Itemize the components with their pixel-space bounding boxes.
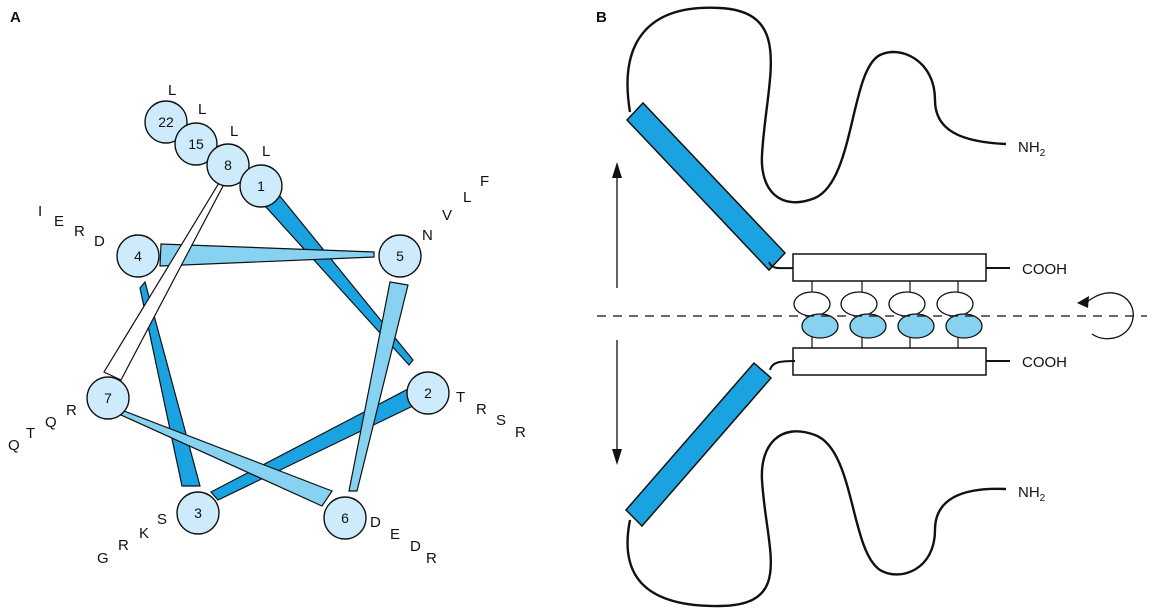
residue-1: 1 bbox=[239, 164, 283, 208]
residue-22: 22 bbox=[144, 100, 188, 144]
top-helix-rod bbox=[625, 101, 787, 272]
residue-5-letter-2: V bbox=[442, 207, 452, 224]
residue-6-number: 6 bbox=[341, 510, 349, 526]
up-arrow-icon bbox=[612, 162, 622, 288]
residue-4-letter-3: E bbox=[54, 213, 64, 230]
top-nh2-label: NH2 bbox=[1018, 139, 1046, 159]
residue-2: 2 bbox=[406, 371, 450, 415]
residue-3-letter-2: K bbox=[139, 525, 149, 542]
pair-3 bbox=[888, 281, 935, 348]
dimer-diagram: COOH COOH bbox=[597, 6, 1147, 608]
residue-8-letter: L bbox=[230, 123, 238, 140]
residue-6: 6 bbox=[323, 496, 367, 540]
pair-1-bottom bbox=[801, 313, 839, 339]
residue-6-letter-1: D bbox=[370, 514, 381, 531]
pair-2-bottom bbox=[849, 313, 887, 339]
residue-3: 3 bbox=[176, 491, 220, 535]
residue-4: 4 bbox=[116, 234, 160, 278]
bottom-cooh-label: COOH bbox=[1022, 354, 1067, 371]
pair-4-bottom bbox=[945, 313, 983, 339]
residue-7-letter-2: Q bbox=[45, 414, 57, 431]
wedge-4-to-5 bbox=[159, 243, 375, 267]
top-cooh-label: COOH bbox=[1022, 261, 1067, 278]
residue-8: 8 bbox=[206, 143, 250, 187]
residue-1-letter: L bbox=[262, 143, 270, 160]
panel-b-label: B bbox=[596, 9, 607, 26]
residue-2-letter-1: T bbox=[456, 389, 465, 406]
pair-4-top bbox=[936, 291, 974, 317]
residue-4-number: 4 bbox=[134, 248, 142, 264]
residue-2-letter-3: S bbox=[496, 412, 506, 429]
pair-4 bbox=[936, 281, 983, 348]
residue-15: 15 bbox=[174, 122, 218, 166]
pair-2 bbox=[840, 281, 887, 348]
residue-7: 7 bbox=[86, 376, 130, 420]
residue-3-number: 3 bbox=[194, 505, 202, 521]
helical-wheel: 22 15 8 1 5 2 6 3 bbox=[8, 82, 526, 567]
residue-2-letter-4: R bbox=[515, 424, 526, 441]
down-arrow-icon bbox=[612, 340, 622, 465]
wedge-2-to-3 bbox=[210, 387, 418, 501]
residue-6-letter-2: E bbox=[390, 526, 400, 543]
residue-8-number: 8 bbox=[224, 157, 232, 173]
top-helix-link bbox=[768, 261, 796, 270]
residue-4-letter-1: D bbox=[94, 233, 105, 250]
residue-7-number: 7 bbox=[104, 390, 112, 406]
bottom-helix-rod bbox=[624, 361, 773, 528]
residue-15-letter: L bbox=[198, 101, 206, 118]
residue-5-letter-1: N bbox=[422, 227, 433, 244]
residue-7-letter-3: T bbox=[26, 425, 35, 442]
top-strand bbox=[792, 253, 987, 282]
residue-3-letter-4: G bbox=[97, 550, 109, 567]
pair-1-top bbox=[793, 291, 831, 317]
residue-5-letter-4: F bbox=[480, 173, 489, 190]
bottom-chain bbox=[626, 430, 1007, 608]
residue-3-letter-3: R bbox=[118, 537, 129, 554]
residue-5: 5 bbox=[378, 234, 422, 278]
residue-7-letter-4: Q bbox=[8, 437, 20, 454]
residue-4-letter-4: I bbox=[38, 203, 42, 220]
residue-6-letter-4: R bbox=[426, 550, 437, 567]
residue-3-letter-1: S bbox=[157, 511, 167, 528]
pair-2-top bbox=[840, 291, 878, 317]
rotation-arrow-icon bbox=[1077, 292, 1134, 340]
residue-22-letter: L bbox=[168, 82, 176, 99]
residue-5-number: 5 bbox=[396, 248, 404, 264]
pair-3-bottom bbox=[897, 313, 935, 339]
bottom-helix-link bbox=[769, 360, 796, 371]
residue-2-number: 2 bbox=[424, 385, 432, 401]
pair-1 bbox=[793, 281, 839, 348]
residue-15-number: 15 bbox=[188, 136, 204, 152]
residue-22-number: 22 bbox=[158, 114, 174, 130]
top-chain bbox=[626, 6, 1007, 204]
residue-1-number: 1 bbox=[257, 178, 265, 194]
residue-5-letter-3: L bbox=[463, 189, 471, 206]
residue-2-letter-2: R bbox=[476, 401, 487, 418]
residue-6-letter-3: D bbox=[410, 538, 421, 555]
pair-3-top bbox=[888, 291, 926, 317]
residue-7-letter-1: R bbox=[66, 402, 77, 419]
wedge-5-to-6 bbox=[348, 281, 409, 492]
residue-4-letter-2: R bbox=[74, 223, 85, 240]
panel-a-label: A bbox=[10, 9, 21, 26]
bottom-nh2-label: NH2 bbox=[1018, 484, 1046, 504]
bottom-strand bbox=[792, 347, 987, 376]
